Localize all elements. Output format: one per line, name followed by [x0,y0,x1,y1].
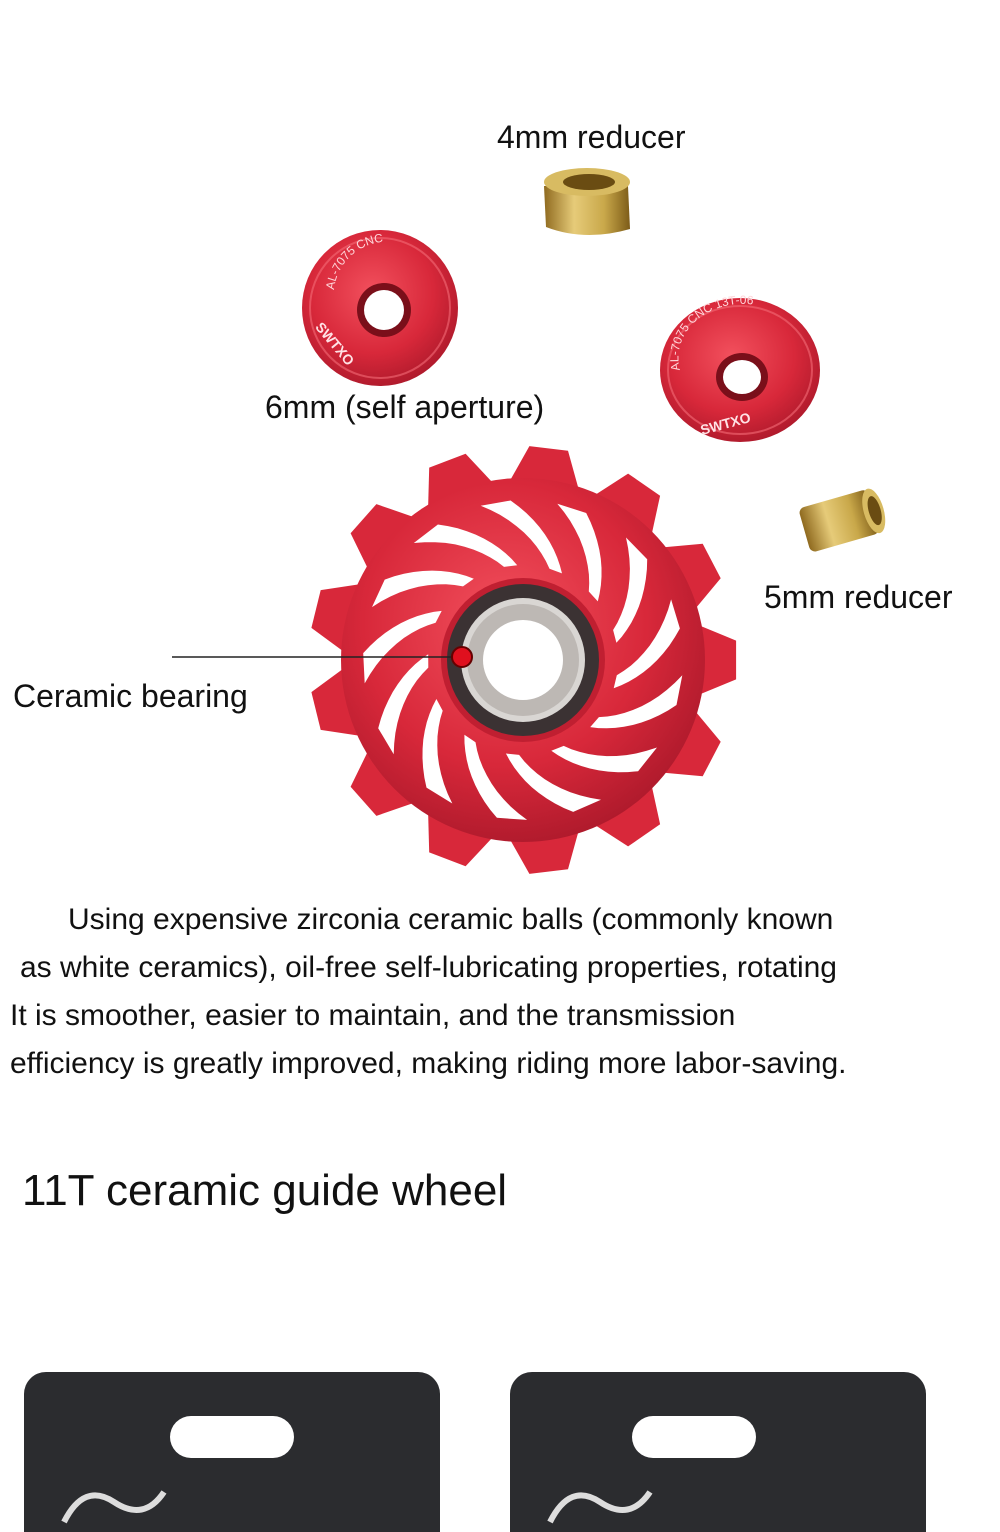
jockey-wheel [311,446,737,874]
product-illustration: AL-7075 CNC SWTXO AL-7075 CNC 13T-06 SWT… [172,168,886,874]
wheel-spoke-cutout [422,699,453,804]
pulley-cap-right: AL-7075 CNC 13T-06 SWTXO [660,293,820,442]
description-line: It is smoother, easier to maintain, and … [10,999,736,1032]
reducer-5mm-bushing [799,488,886,552]
wheel-tooth [590,473,661,539]
description-line: Using expensive zirconia ceramic balls (… [68,903,834,936]
wheel-tooth [350,504,419,573]
wheel-spoke-cutout [378,654,429,755]
reducer-4mm-bushing [544,168,630,236]
wheel-spoke-cutout [372,570,474,608]
label-6mm-self-aperture: 6mm (self aperture) [265,389,545,425]
wheel-spoke-cutout [613,537,648,643]
ceramic-bearing-callout [172,646,473,668]
description-paragraph: Using expensive zirconia ceramic balls (… [10,896,995,1088]
wheel-spoke-cutout [464,734,528,820]
section-title: 11T ceramic guide wheel [22,1166,508,1215]
package-logo-mark [547,1490,653,1524]
pulley-cap-left: AL-7075 CNC SWTXO [302,230,458,386]
description-line: efficiency is greatly improved, making r… [10,1047,847,1080]
wheel-tooth [590,781,661,847]
wheel-tooth [695,623,737,697]
label-5mm-reducer: 5mm reducer [764,579,953,615]
wheel-spoke-cutout [590,675,683,729]
wheel-spoke-cutout [505,753,601,812]
wheel-spoke-cutout [557,503,602,602]
bearing-bore [483,620,563,700]
package-logo-mark [61,1490,167,1524]
wheel-spoke-cutout [551,745,657,773]
package-card-right [510,1372,926,1532]
hang-hole [170,1416,294,1458]
wheel-tooth [350,747,419,816]
wheel-spoke-cutout [413,524,518,567]
wheel-spoke-cutout [480,500,562,574]
wheel-spoke-cutout [613,599,680,689]
description-line: as white ceramics), oil-free self-lubric… [20,951,837,984]
wheel-spoke-cutout [363,610,442,684]
label-4mm-reducer: 4mm reducer [497,119,686,155]
label-ceramic-bearing: Ceramic bearing [13,678,248,714]
hang-hole [632,1416,756,1458]
package-card-left [24,1372,440,1532]
